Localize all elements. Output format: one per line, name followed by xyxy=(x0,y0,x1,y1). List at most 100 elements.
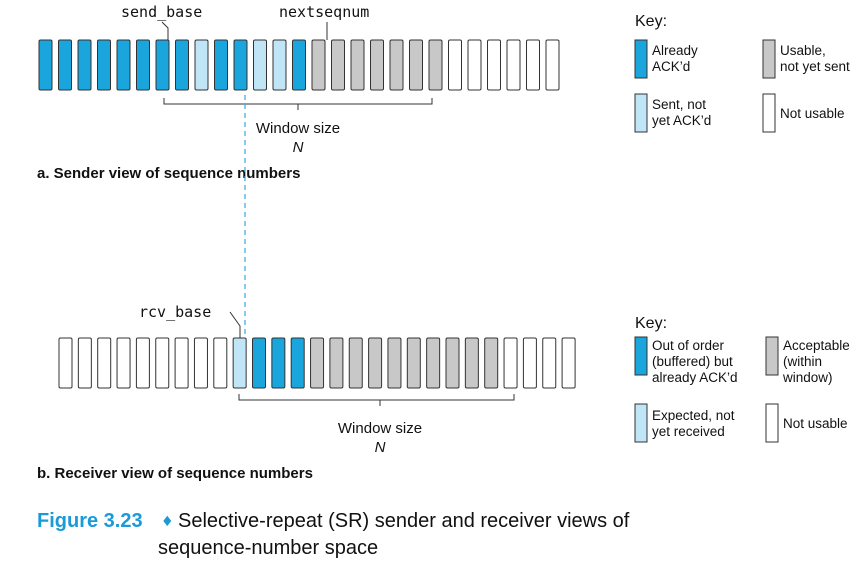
receiver-cell-usable xyxy=(387,337,402,389)
sender-key: Key: Already ACK’d Usable, not yet sent … xyxy=(634,13,850,133)
sender-key-usable-line2: not yet sent xyxy=(780,59,850,74)
receiver-key-expected-line1: Expected, not xyxy=(652,408,735,423)
sender-cell-acked xyxy=(233,39,248,91)
caption-diamond-icon: ♦ xyxy=(161,514,174,530)
receiver-key-swatch-acked xyxy=(634,336,648,376)
sender-window-bracket xyxy=(163,98,433,105)
sender-cell-acked xyxy=(97,39,111,91)
sender-section-label: a. Sender view of sequence numbers xyxy=(37,165,300,182)
receiver-key-acked-line3: already ACK’d xyxy=(652,370,738,385)
receiver-cell-notusable xyxy=(503,337,518,389)
receiver-cell-notusable xyxy=(116,337,131,389)
receiver-key: Key: Out of order (buffered) but already… xyxy=(634,315,850,443)
receiver-cell-usable xyxy=(484,337,499,389)
sender-cell-acked xyxy=(175,39,189,91)
receiver-cell-notusable xyxy=(155,337,170,389)
sender-cell-notusable xyxy=(526,39,540,91)
caption-line-2: sequence-number space xyxy=(158,537,378,559)
receiver-window-bracket xyxy=(238,394,515,401)
sender-window-symbol: N xyxy=(293,139,304,156)
figure-caption: Figure 3.23 ♦ Selective-repeat (SR) send… xyxy=(37,510,630,559)
sender-cell-acked xyxy=(58,39,72,91)
receiver-window-label: Window size xyxy=(338,420,422,437)
receiver-cell-notusable xyxy=(174,337,189,389)
sender-key-swatch-sent xyxy=(634,93,648,133)
receiver-cell-notusable xyxy=(522,337,537,389)
sender-view: send_base nextseqnum Window size N a. Se… xyxy=(37,3,560,182)
sender-cell-acked xyxy=(38,39,53,91)
receiver-cell-usable xyxy=(406,337,421,389)
receiver-cell-usable xyxy=(426,337,441,389)
receiver-cell-notusable xyxy=(561,337,576,389)
receiver-cell-notusable xyxy=(542,337,557,389)
sender-cell-acked xyxy=(77,39,92,91)
nextseqnum-label: nextseqnum xyxy=(279,3,369,21)
sender-cell-acked xyxy=(155,39,170,91)
sender-cell-notusable xyxy=(448,39,462,91)
sender-window-label: Window size xyxy=(256,120,340,137)
sender-key-acked-line1: Already xyxy=(652,43,698,58)
receiver-cell-sent xyxy=(232,337,247,389)
sender-cell-usable xyxy=(311,39,326,91)
receiver-cell-acked xyxy=(290,337,305,389)
sender-key-usable-line1: Usable, xyxy=(780,43,826,58)
receiver-cell-usable xyxy=(329,337,344,389)
receiver-view: rcv_base Window size N b. Receiver view … xyxy=(37,303,576,482)
receiver-cell-usable xyxy=(348,337,363,389)
receiver-cell-usable xyxy=(464,337,479,389)
receiver-cell-notusable xyxy=(213,337,228,389)
sender-cell-sent xyxy=(194,39,209,91)
sender-key-title: Key: xyxy=(635,13,667,30)
receiver-sequence-cells xyxy=(58,337,576,389)
receiver-key-usable-line1: Acceptable xyxy=(783,338,850,353)
sender-cell-acked xyxy=(116,39,131,91)
sender-cell-usable xyxy=(331,39,345,91)
sender-key-swatch-usable xyxy=(762,39,776,79)
sender-cell-sent xyxy=(272,39,287,91)
receiver-section-label: b. Receiver view of sequence numbers xyxy=(37,465,313,482)
receiver-cell-usable xyxy=(310,337,325,389)
receiver-key-notusable-line1: Not usable xyxy=(783,416,848,431)
receiver-cell-usable xyxy=(368,337,383,389)
sender-cell-usable xyxy=(389,39,404,91)
sender-key-sent-line1: Sent, not xyxy=(652,97,706,112)
receiver-key-title: Key: xyxy=(635,315,667,332)
receiver-key-expected-line2: yet received xyxy=(652,424,725,439)
receiver-cell-notusable xyxy=(135,337,150,389)
receiver-key-acked-line1: Out of order xyxy=(652,338,725,353)
sender-cell-acked xyxy=(214,39,228,91)
sender-key-notusable-line1: Not usable xyxy=(780,106,845,121)
sender-sequence-cells xyxy=(38,39,560,91)
receiver-cell-acked xyxy=(271,337,286,389)
rcv-base-label: rcv_base xyxy=(139,303,211,321)
sender-key-acked-line2: ACK’d xyxy=(652,59,690,74)
sender-cell-usable xyxy=(370,39,384,91)
sender-cell-notusable xyxy=(487,39,501,91)
receiver-key-usable-line2: (within xyxy=(783,354,822,369)
sender-cell-usable xyxy=(409,39,423,91)
receiver-window-symbol: N xyxy=(375,439,386,456)
receiver-cell-notusable xyxy=(58,337,73,389)
receiver-key-usable-line3: window) xyxy=(782,370,833,385)
sender-cell-acked xyxy=(136,39,150,91)
sender-cell-notusable xyxy=(545,39,560,91)
sender-cell-usable xyxy=(428,39,443,91)
receiver-cell-notusable xyxy=(97,337,112,389)
receiver-key-swatch-expected xyxy=(634,403,648,443)
receiver-cell-notusable xyxy=(193,337,208,389)
send-base-label: send_base xyxy=(121,3,202,21)
caption-line-1: Selective-repeat (SR) sender and receive… xyxy=(178,510,630,532)
sender-cell-sent xyxy=(253,39,267,91)
send-base-pointer xyxy=(161,21,169,40)
receiver-cell-usable xyxy=(445,337,460,389)
sender-key-sent-line2: yet ACK’d xyxy=(652,113,711,128)
receiver-key-swatch-notusable xyxy=(765,403,779,443)
sender-cell-acked xyxy=(292,39,306,91)
sender-key-swatch-acked xyxy=(634,39,648,79)
receiver-cell-notusable xyxy=(77,337,92,389)
sender-cell-usable xyxy=(350,39,365,91)
sender-key-swatch-notusable xyxy=(762,93,776,133)
receiver-cell-acked xyxy=(252,337,266,389)
receiver-key-swatch-usable xyxy=(765,336,779,376)
